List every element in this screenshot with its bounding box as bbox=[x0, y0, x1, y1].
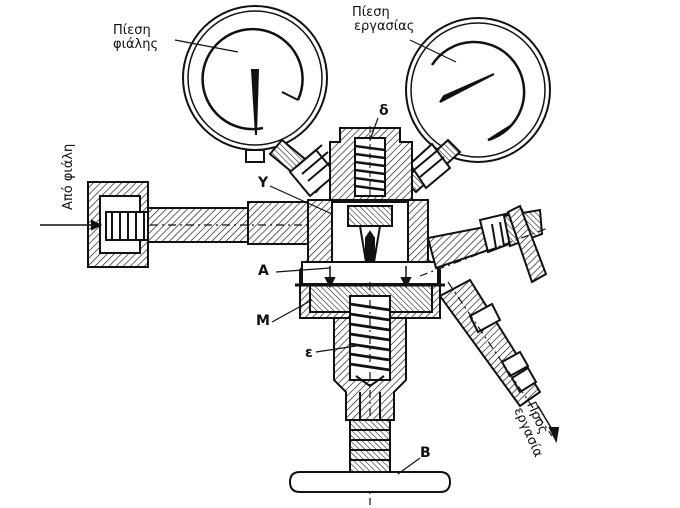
label-A: Α bbox=[258, 263, 269, 279]
top-bonnet bbox=[329, 117, 413, 201]
leader-epsilon bbox=[315, 345, 357, 353]
adjusting-handle bbox=[288, 419, 452, 493]
label-B: Β bbox=[420, 445, 431, 461]
leader-B bbox=[397, 457, 421, 475]
outlet-pipe bbox=[438, 278, 560, 444]
label-delta: δ bbox=[379, 103, 389, 119]
label-epsilon: ε bbox=[305, 345, 313, 361]
leader-gamma bbox=[269, 185, 333, 215]
working-pressure-gauge bbox=[405, 17, 551, 163]
working-pressure-label: Πίεση εργασίας bbox=[352, 5, 415, 34]
cylinder-pressure-label: Πίεση φιάλης bbox=[113, 23, 159, 52]
lower-bonnet bbox=[333, 282, 407, 505]
leader-M bbox=[271, 299, 313, 323]
from-cylinder-label: Από φιάλη bbox=[61, 143, 76, 210]
label-gamma: Υ bbox=[258, 175, 269, 191]
regulator-body bbox=[295, 199, 445, 319]
inlet-connection bbox=[40, 181, 330, 268]
label-M: Μ bbox=[256, 313, 270, 329]
outlet-valve bbox=[419, 204, 549, 284]
leader-A bbox=[275, 267, 331, 273]
cylinder-pressure-gauge bbox=[174, 5, 328, 163]
gauge-needle-icon bbox=[439, 73, 495, 103]
left-gauge-stem bbox=[268, 138, 338, 198]
right-gauge-stem bbox=[402, 138, 462, 194]
gauge-needle-icon bbox=[250, 69, 260, 136]
